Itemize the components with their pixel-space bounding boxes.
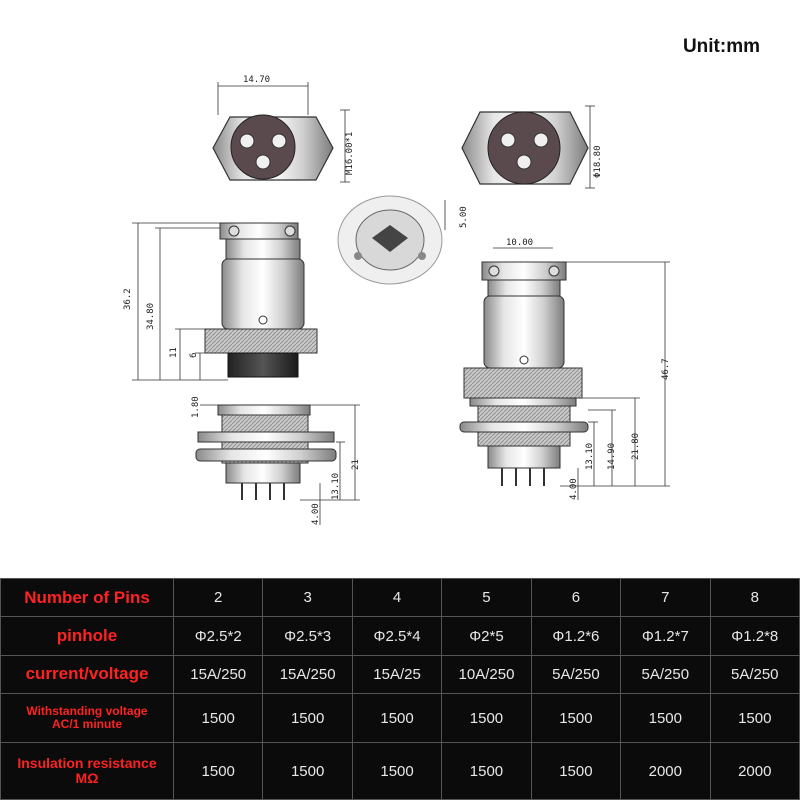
table-cell: 2 [172,577,264,618]
dim-flange-thickness: 1.80 [191,396,201,418]
table-cell: 1500 [351,693,443,744]
dim-mated-socket: 13.10 [585,443,595,470]
unit-label: Unit:mm [682,36,760,57]
table-cell: 3 [262,577,353,618]
dim-mated-height: 21.80 [631,433,641,460]
table-cell: Φ2*5 [441,616,532,656]
front-view-socket: Φ18.80 [461,105,603,189]
table-row: pinhole Φ2.5*2 Φ2.5*3 Φ2.5*4 Φ2*5 Φ1.2*6… [0,616,800,656]
row-label-insulation-resistance: Insulation resistance MΩ [0,742,174,800]
dim-plug-total: 36.2 [123,288,133,310]
dim-body-width: 10.00 [506,238,533,248]
table-cell: 10A/250 [441,654,532,695]
table-cell: Φ1.2*6 [530,616,622,656]
row-label-pins: Number of Pins [0,577,174,618]
technical-drawing: Unit:mm [123,36,760,525]
table-cell: 5A/250 [709,654,800,695]
table-cell: 2000 [709,742,800,800]
dim-socket-height: 21 [351,459,361,470]
table-cell: 7 [620,577,711,618]
table-cell: Φ1.2*8 [709,616,800,656]
table-cell: 1500 [441,742,532,800]
table-row: Insulation resistance MΩ 1500 1500 1500 … [0,742,800,800]
dim-socket-body: 13.10 [331,473,341,500]
spec-table: Number of Pins 2 3 4 5 6 7 8 pinhole Φ2.… [0,577,800,800]
table-cell: 15A/250 [172,654,264,695]
table-cell: Φ1.2*7 [620,616,711,656]
table-cell: 15A/25 [351,654,443,695]
row-label-line: Withstanding voltage [26,704,148,719]
front-view-plug: 14.70 M16.00*1 [212,75,355,183]
table-cell: 4 [351,577,443,618]
mounting-hole-view: 5.00 [337,195,469,285]
side-view-socket: 1.80 21 13.10 4.00 [191,396,361,525]
table-cell: 5A/250 [620,654,711,695]
table-row: Withstanding voltage AC/1 minute 1500 15… [0,693,800,744]
dim-mated-pin: 4.00 [569,478,579,500]
table-row: Number of Pins 2 3 4 5 6 7 8 [0,577,800,618]
dim-hole-spacing: 5.00 [459,206,469,228]
table-cell: 6 [530,577,622,618]
drawing-svg: 14.70 M16.00*1 Φ18.80 5.00 [123,75,671,525]
dim-front-width: 14.70 [243,75,270,85]
table-cell: 5A/250 [530,654,622,695]
table-cell: 2000 [620,742,711,800]
table-cell: 8 [709,577,800,618]
table-cell: 1500 [530,693,622,744]
dim-plug-step-b: 6 [189,353,199,358]
row-label-current-voltage: current/voltage [0,654,174,695]
row-label-pinhole: pinhole [0,616,174,656]
table-cell: 1500 [351,742,443,800]
table-cell: 15A/250 [262,654,353,695]
side-view-mated: 10.00 46.7 21.80 14.90 [459,238,671,500]
table-cell: 1500 [172,693,264,744]
table-cell: Φ2.5*4 [351,616,443,656]
table-cell: 1500 [262,742,353,800]
dim-plug-body: 34.80 [146,303,156,330]
table-cell: 1500 [172,742,264,800]
row-label-withstanding-voltage: Withstanding voltage AC/1 minute [0,693,174,744]
table-row: current/voltage 15A/250 15A/250 15A/25 1… [0,654,800,695]
side-view-plug: 36.2 34.80 11 6 [123,222,318,381]
dim-plug-step-a: 11 [169,347,179,358]
table-cell: 1500 [262,693,353,744]
table-cell: 1500 [530,742,622,800]
dim-outer-diameter: Φ18.80 [593,145,603,178]
table-cell: Φ2.5*2 [172,616,264,656]
dim-mated-body: 14.90 [607,443,617,470]
row-label-line: MΩ [75,770,99,787]
row-label-line: Insulation resistance [17,755,157,772]
dim-mated-total: 46.7 [661,358,671,380]
dim-thread: M16.00*1 [345,132,355,175]
table-cell: 5 [441,577,532,618]
table-cell: Φ2.5*3 [262,616,353,656]
table-cell: 1500 [441,693,532,744]
table-cell: 1500 [620,693,711,744]
dim-pin-length: 4.00 [311,503,321,525]
row-label-line: AC/1 minute [51,717,122,732]
table-cell: 1500 [709,693,800,744]
